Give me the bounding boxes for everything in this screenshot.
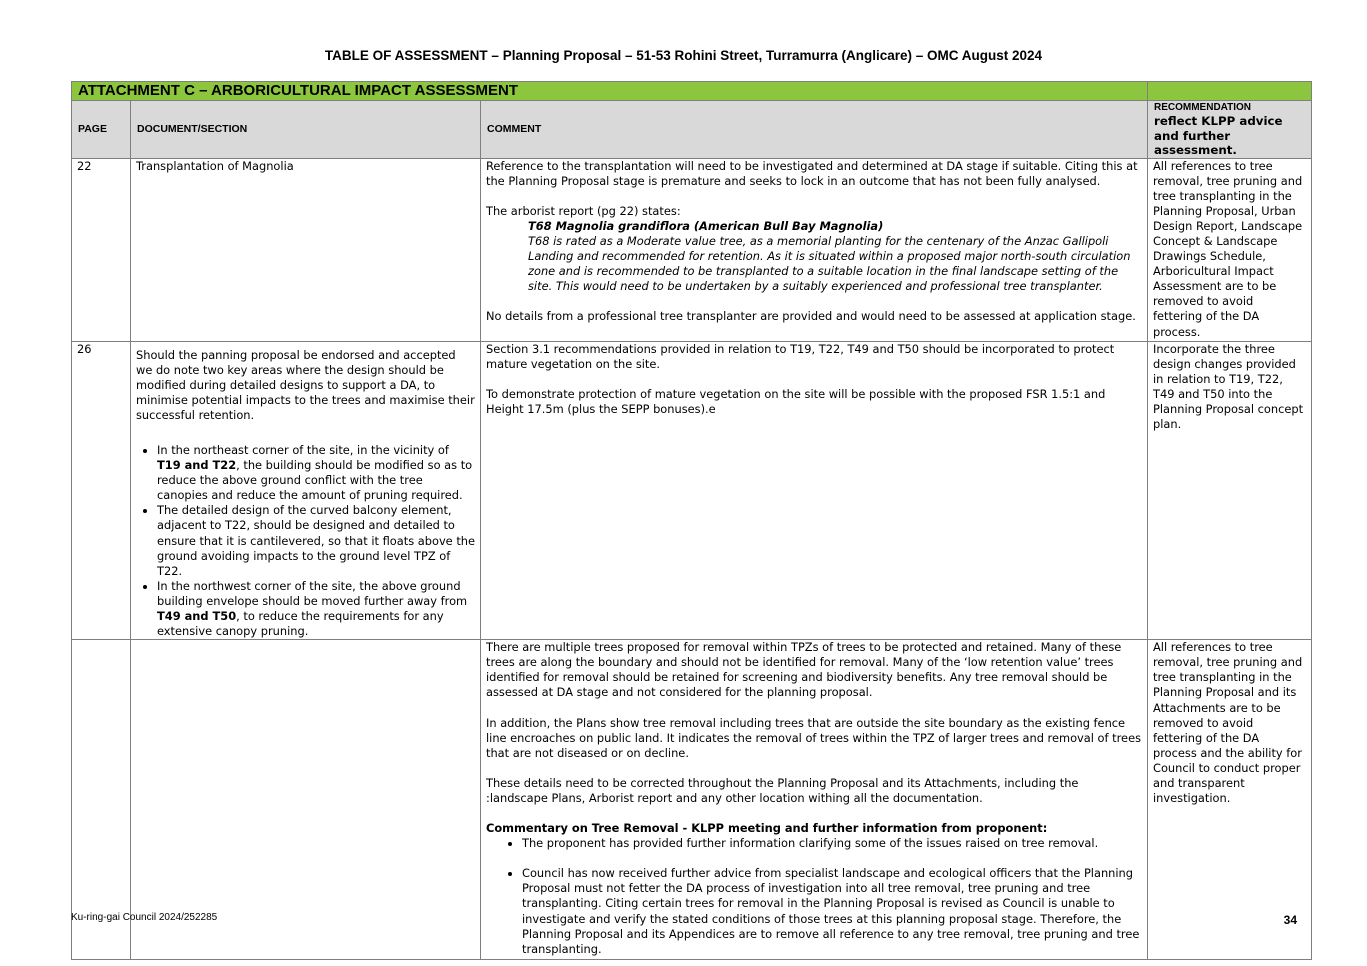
banner-spacer <box>1147 81 1312 101</box>
row-comment: There are multiple trees proposed for re… <box>480 639 1148 961</box>
row-comment: Reference to the transplantation will ne… <box>480 157 1148 342</box>
row-recommendation: All references to tree removal, tree pru… <box>1147 639 1312 961</box>
row-recommendation: Incorporate the three design changes pro… <box>1147 340 1312 641</box>
document-intro: Should the panning proposal be endorsed … <box>136 347 475 422</box>
table-row: There are multiple trees proposed for re… <box>71 639 1312 961</box>
assessment-table: ATTACHMENT C – ARBORICULTURAL IMPACT ASS… <box>71 81 1312 961</box>
comment-paragraph: No details from a professional tree tran… <box>486 309 1136 324</box>
header-recommendation-label: RECOMMENDATION <box>1154 102 1252 113</box>
row-recommendation: All references to tree removal, tree pru… <box>1147 157 1312 342</box>
row-comment: Section 3.1 recommendations provided in … <box>480 340 1148 641</box>
table-banner-row: ATTACHMENT C – ARBORICULTURAL IMPACT ASS… <box>71 81 1312 101</box>
attachment-banner: ATTACHMENT C – ARBORICULTURAL IMPACT ASS… <box>71 81 1148 101</box>
quote-body: T68 is rated as a Moderate value tree, a… <box>528 233 1131 294</box>
row-page: 22 <box>71 157 131 342</box>
comment-paragraph: In addition, the Plans show tree removal… <box>486 715 1142 760</box>
list-item: In the northwest corner of the site, the… <box>157 579 475 639</box>
table-row: 22 Transplantation of Magnolia Reference… <box>71 157 1312 342</box>
comment-paragraph: Reference to the transplantation will ne… <box>486 158 1138 188</box>
row-document: Transplantation of Magnolia <box>130 157 481 342</box>
row-page <box>71 639 131 961</box>
list-item: Council has now received further advice … <box>522 866 1142 957</box>
page-number: 34 <box>1283 913 1297 927</box>
comment-paragraph: Section 3.1 recommendations provided in … <box>486 341 1115 371</box>
comment-paragraph: There are multiple trees proposed for re… <box>486 640 1122 700</box>
header-page: PAGE <box>71 100 131 159</box>
list-item: In the northeast corner of the site, in … <box>157 443 475 503</box>
list-item: The detailed design of the curved balcon… <box>157 503 475 578</box>
table-header-row: PAGE DOCUMENT/SECTION COMMENT RECOMMENDA… <box>71 100 1312 159</box>
document-title: TABLE OF ASSESSMENT – Planning Proposal … <box>324 48 1043 63</box>
arborist-quote: T68 Magnolia grandiflora (American Bull … <box>486 219 1142 294</box>
commentary-heading: Commentary on Tree Removal - KLPP meetin… <box>486 821 1048 836</box>
header-recommendation-note: reflect KLPP advice and further assessme… <box>1154 114 1283 157</box>
comment-paragraph: To demonstrate protection of mature vege… <box>486 386 1106 416</box>
comment-paragraph: These details need to be corrected throu… <box>486 775 1079 805</box>
header-document: DOCUMENT/SECTION <box>130 100 481 159</box>
footer-reference: Ku-ring-gai Council 2024/252285 <box>71 912 218 923</box>
row-document: Should the panning proposal be endorsed … <box>130 340 481 641</box>
table-row: 26 Should the panning proposal be endors… <box>71 340 1312 641</box>
commentary-list: The proponent has provided further infor… <box>486 836 1142 957</box>
list-item: The proponent has provided further infor… <box>522 836 1142 851</box>
comment-paragraph: The arborist report (pg 22) states: <box>486 203 681 218</box>
design-change-list: In the northeast corner of the site, in … <box>136 443 475 639</box>
header-comment: COMMENT <box>480 100 1148 159</box>
quote-title: T68 Magnolia grandiflora (American Bull … <box>528 218 884 233</box>
header-recommendation: RECOMMENDATION reflect KLPP advice and f… <box>1147 100 1312 159</box>
row-document <box>130 639 481 961</box>
row-page: 26 <box>71 340 131 641</box>
